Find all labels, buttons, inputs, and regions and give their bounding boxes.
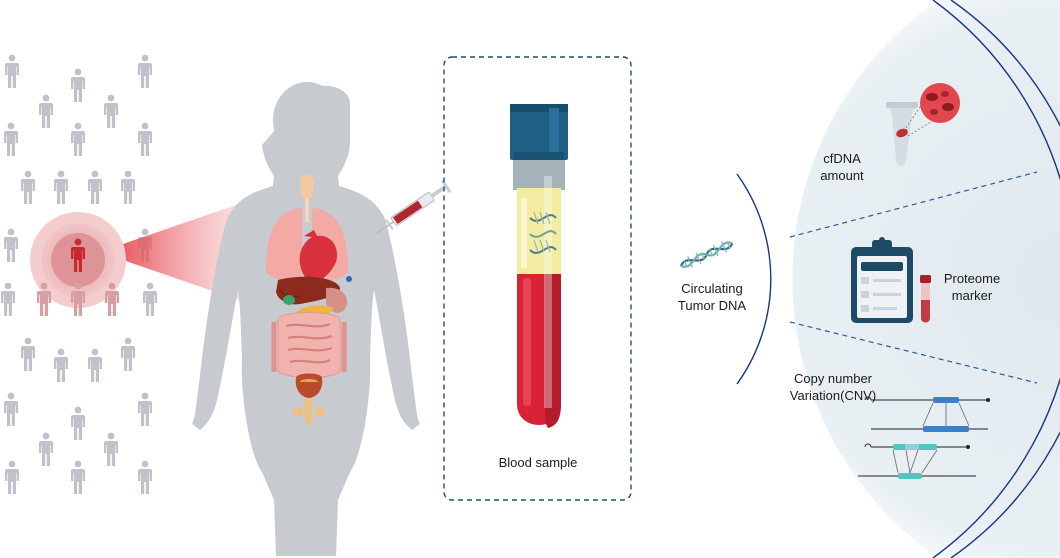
clipboard-icon [851,237,913,323]
person-icon [71,460,85,494]
person-icon [4,228,18,262]
heart [299,235,338,286]
cnv-line-1: Copy number [793,371,873,386]
magnified-cells [920,83,960,123]
ctdna-label: Circulating Tumor DNA [662,280,762,314]
cnv-track-icon [864,396,990,432]
outer-arc [932,0,1060,558]
person-icon [121,170,135,204]
blood-sample-panel [443,56,632,501]
person-icon [71,68,85,102]
sector-divider [789,171,1038,238]
proteome-line-2: marker [951,288,993,303]
person-icon [71,406,85,440]
highlight-spot [30,212,126,316]
inner-arc [736,173,772,385]
syringe-icon [376,179,452,234]
proteome-label: Proteome marker [932,270,1012,304]
cfdna-line-2: amount [820,168,864,183]
bladder [295,373,323,398]
person-icon [54,170,68,204]
person-icon [71,122,85,156]
outer-arc [950,0,1060,558]
person-icon [138,460,152,494]
person-icon [104,432,118,466]
body-silhouette-icon [192,82,420,556]
person-icon [4,392,18,426]
person-icon [138,392,152,426]
intestines [277,312,341,378]
cnv-label: Copy number Variation(CNV) [778,370,888,404]
person-icon [1,282,15,316]
cfdna-line-1: cfDNA [823,151,861,166]
lungs [266,208,302,280]
person-icon [88,348,102,382]
cfdna-label: cfDNA amount [802,150,882,184]
cnv-track-icon [858,443,976,479]
person-icon [138,122,152,156]
person-icon [21,170,35,204]
person-icon [21,337,35,371]
proteome-line-1: Proteome [943,271,1001,286]
sector-divider [789,321,1038,384]
ctdna-line-2: Tumor DNA [677,298,747,313]
ctdna-line-1: Circulating [681,281,743,296]
person-icon [4,122,18,156]
person-icon [39,94,53,128]
dna-icon [679,240,734,268]
sample-tube-icon [920,275,931,323]
blood-sample-label: Blood sample [478,454,598,471]
person-icon [138,54,152,88]
person-icon [88,170,102,204]
person-icon [5,54,19,88]
person-icon [39,432,53,466]
person-icon [121,337,135,371]
person-icon [104,94,118,128]
person-icon [5,460,19,494]
cnv-line-2: Variation(CNV) [789,388,877,403]
microtube-icon [886,83,960,166]
blood-tube-icon [510,104,568,428]
blood-sample-text: Blood sample [498,455,578,470]
person-icon [143,282,157,316]
person-icon [54,348,68,382]
